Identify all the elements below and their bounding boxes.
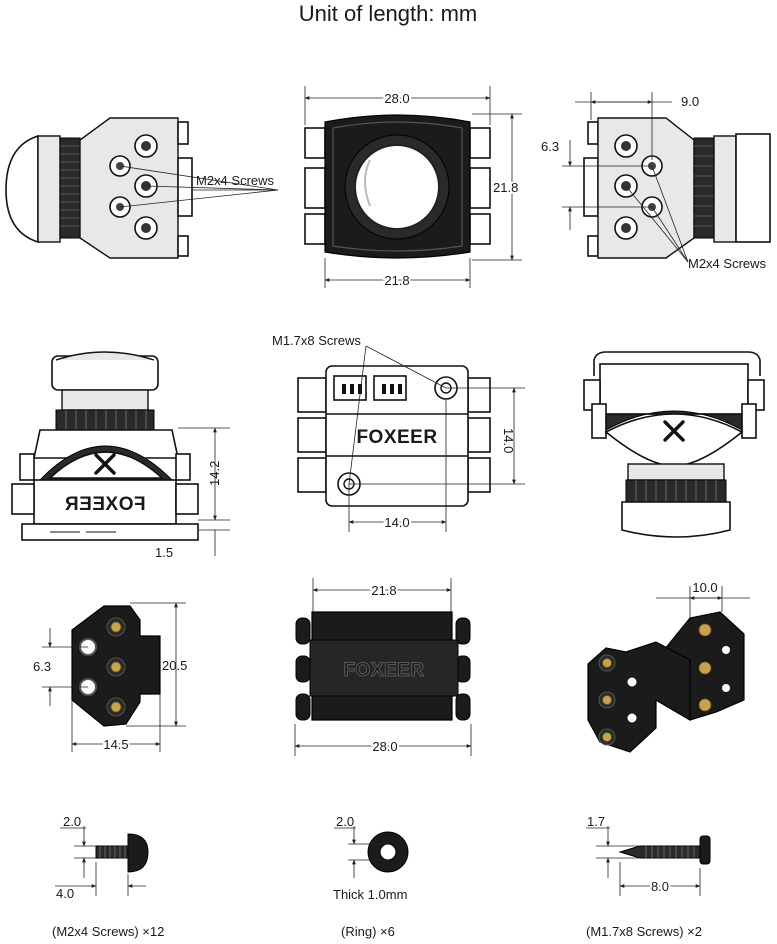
caption-m17x8: (M1.7x8 Screws) ×2 (586, 924, 702, 939)
dim-bracket-outer-width: 28.0 (372, 739, 397, 754)
label-m2x4-screws-left: M2x4 Screws (196, 173, 275, 188)
side-mount-plate: 20.5 6.3 14.5 (33, 602, 187, 754)
camera-side-view-right: 9.0 6.3 M2x4 Screws (541, 92, 771, 271)
bracket-view: FOXEER 21.8 28.0 (294, 578, 472, 756)
dim-front-lens-width: 21.8 (384, 273, 409, 288)
camera-side-view-left: M2x4 Screws (5, 117, 279, 259)
dim-bottom-offset: 1.5 (155, 545, 173, 560)
dim-rear-spacing-v: 14.0 (501, 428, 516, 453)
ring-drawing: 2.0 Thick 1.0mm (Ring) ×6 (333, 814, 409, 939)
mount-isometric-view: 10.0 (587, 580, 750, 753)
dim-mount-side-offset: 6.3 (33, 659, 51, 674)
dim-ring-hole: 2.0 (336, 814, 354, 829)
dim-rear-spacing-h: 14.0 (384, 515, 409, 530)
dim-mount-iso-depth: 10.0 (692, 580, 717, 595)
label-m2x4-screws-right: M2x4 Screws (688, 256, 767, 271)
dim-mount-side-height: 20.5 (162, 658, 187, 673)
dim-side-right-offset: 6.3 (541, 139, 559, 154)
brand-label-rear: FOXEER (356, 427, 437, 448)
page-title: Unit of length: mm (299, 1, 478, 26)
m17x8-screw-drawing: 1.7 8.0 (M1.7x8 Screws) ×2 (586, 814, 711, 939)
mount-brass-inserts (79, 617, 126, 717)
brand-label-mirrored: FOXEER (64, 494, 145, 515)
label-ring-thickness: Thick 1.0mm (333, 887, 407, 902)
camera-top-view (583, 351, 765, 538)
dim-front-height: 21.8 (493, 180, 518, 195)
dim-side-right-depth: 9.0 (681, 94, 699, 109)
dim-bracket-inner-width: 21.8 (371, 583, 396, 598)
dim-m2-head: 2.0 (63, 814, 81, 829)
dim-m17-length: 8.0 (651, 879, 669, 894)
dim-m17-head: 1.7 (587, 814, 605, 829)
caption-ring: (Ring) ×6 (341, 924, 395, 939)
dim-m2-length: 4.0 (56, 886, 74, 901)
camera-bottom-view: FOXEER 14.2 1.5 (11, 351, 230, 560)
dim-front-width: 28.0 (384, 91, 409, 106)
brand-label-bracket: FOXEER (343, 660, 424, 681)
dim-bottom-height: 14.2 (207, 461, 222, 486)
camera-front-view: 28.0 21.8 21.8 (304, 86, 522, 290)
label-m17x8-screws: M1.7x8 Screws (272, 333, 361, 348)
camera-rear-view: FOXEER M1.7x8 Screws 14.0 14.0 (272, 333, 525, 532)
dim-mount-side-width: 14.5 (103, 737, 128, 752)
m2x4-screw-drawing: 2.0 4.0 (M2x4 Screws) ×12 (52, 814, 164, 939)
caption-m2x4: (M2x4 Screws) ×12 (52, 924, 164, 939)
